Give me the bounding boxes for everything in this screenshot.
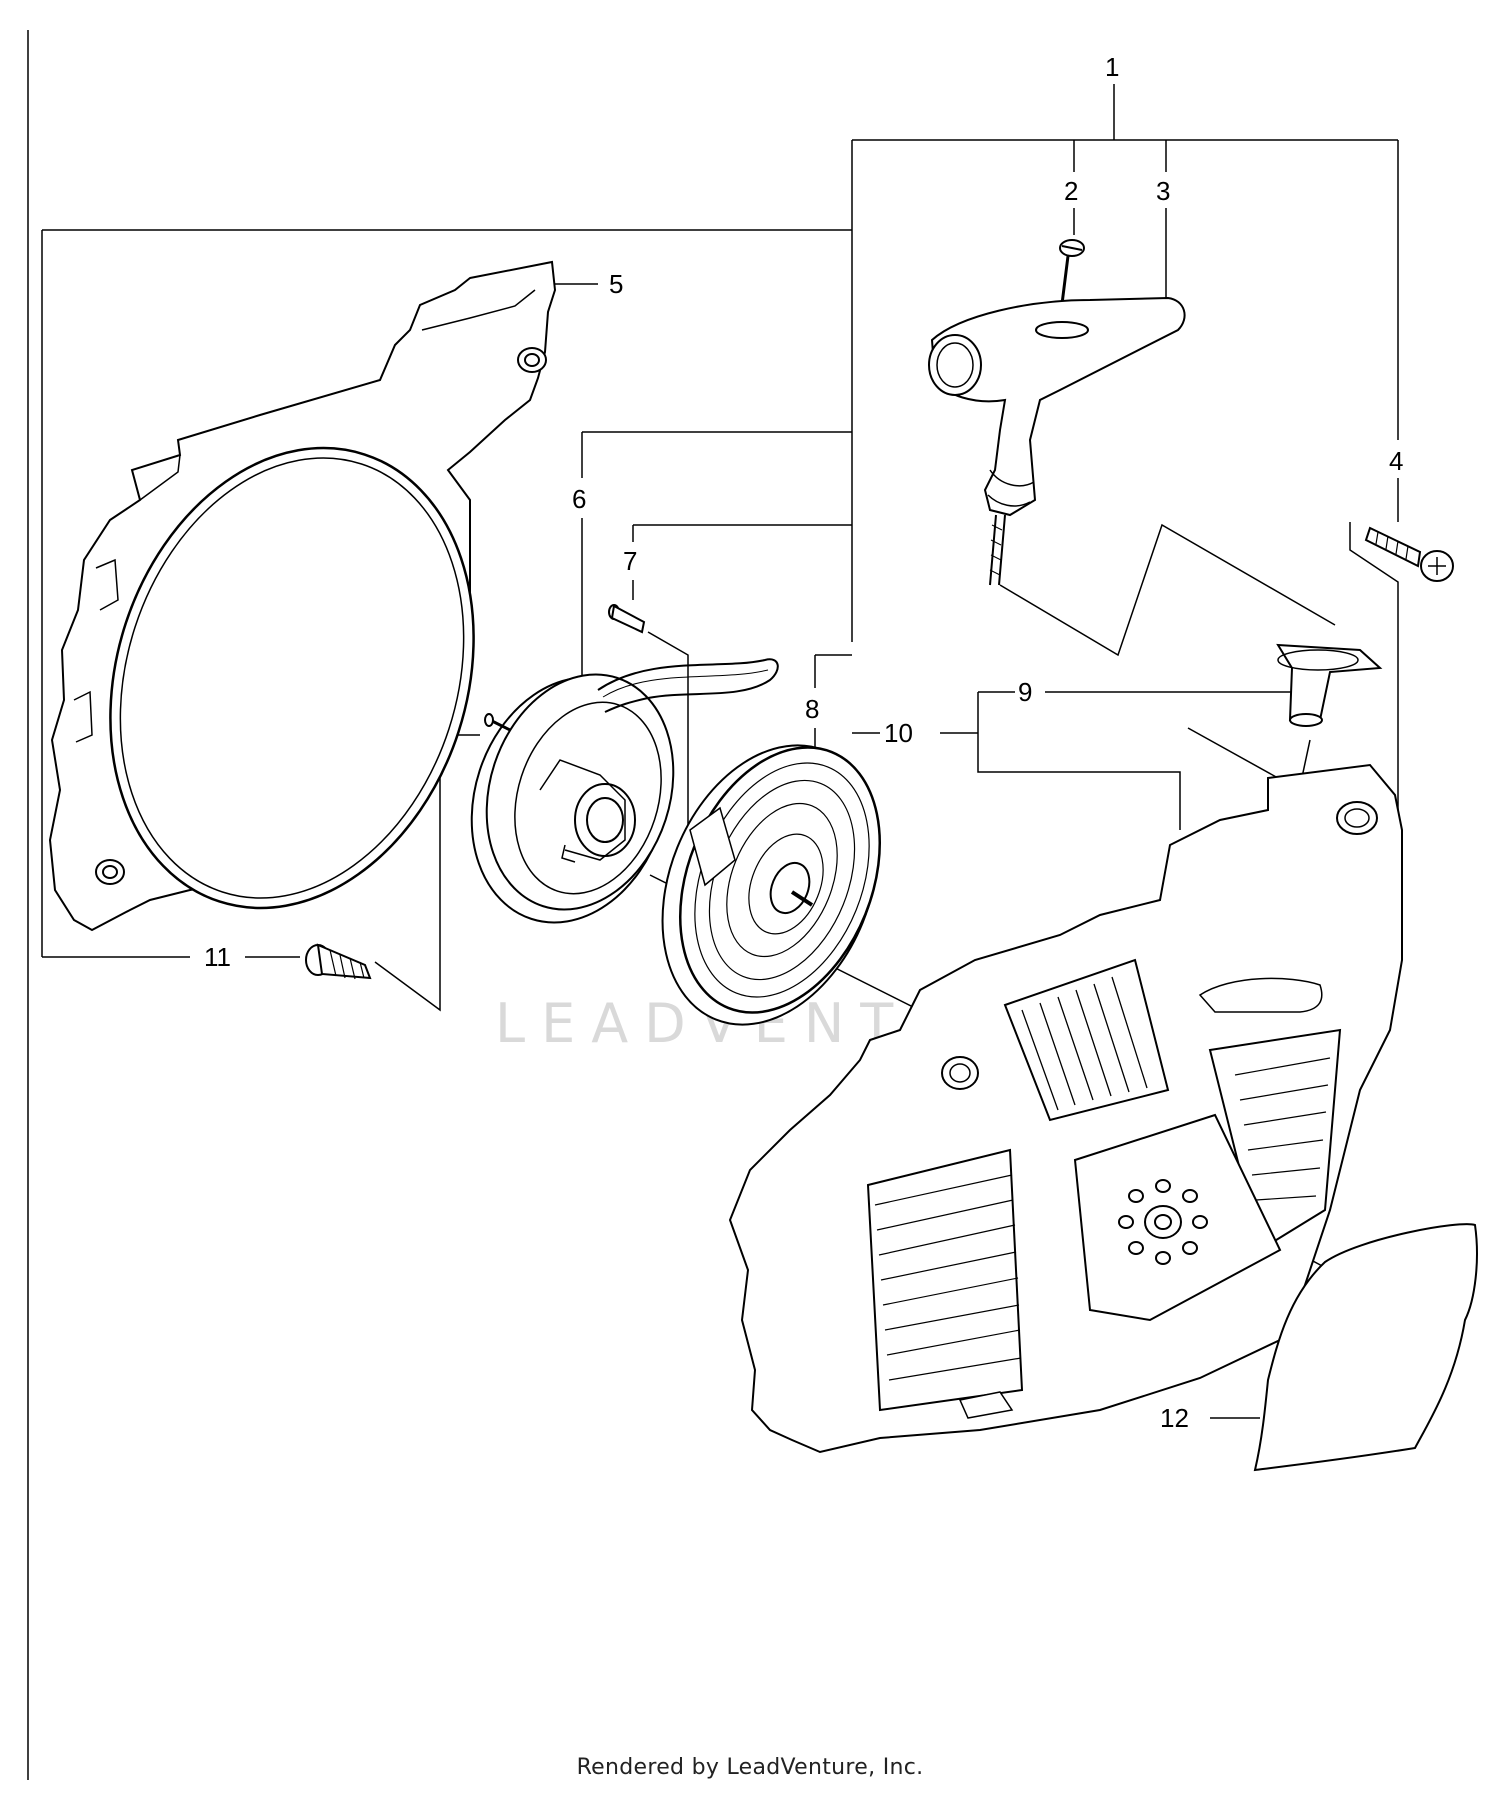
callout-2[interactable]: 2 (1064, 176, 1078, 206)
callout-11[interactable]: 11 (204, 942, 231, 972)
callout-1[interactable]: 1 (1105, 52, 1119, 82)
starter-pulley-part-6 (470, 658, 779, 924)
starter-handle-part-3 (928, 296, 1186, 586)
rosette (1118, 1179, 1208, 1265)
screw-part-7 (608, 604, 646, 634)
callout-4[interactable]: 4 (1389, 446, 1403, 476)
callout-12[interactable]: 12 (1160, 1403, 1189, 1433)
callout-6[interactable]: 6 (572, 484, 586, 514)
callout-7[interactable]: 7 (623, 546, 637, 576)
rope-guide-bushing-part-9 (1276, 643, 1383, 727)
screw-part-4 (1364, 526, 1454, 582)
callout-10[interactable]: 10 (884, 718, 913, 748)
callout-9[interactable]: 9 (1018, 677, 1032, 707)
screw-part-11 (305, 943, 372, 980)
callout-5[interactable]: 5 (609, 269, 623, 299)
recoil-spring-part-8 (661, 744, 881, 1026)
fan-cover-part-5 (48, 260, 557, 932)
starter-housing-part-10 (728, 763, 1403, 1454)
callout-8[interactable]: 8 (805, 694, 819, 724)
callout-labels: 1 2 3 4 5 6 7 8 9 10 11 12 (204, 52, 1403, 1433)
callout-3[interactable]: 3 (1156, 176, 1170, 206)
footer-credit: Rendered by LeadVenture, Inc. (576, 1755, 924, 1780)
leader-lines (41, 84, 1399, 1419)
decal-part-12 (1253, 1223, 1478, 1472)
